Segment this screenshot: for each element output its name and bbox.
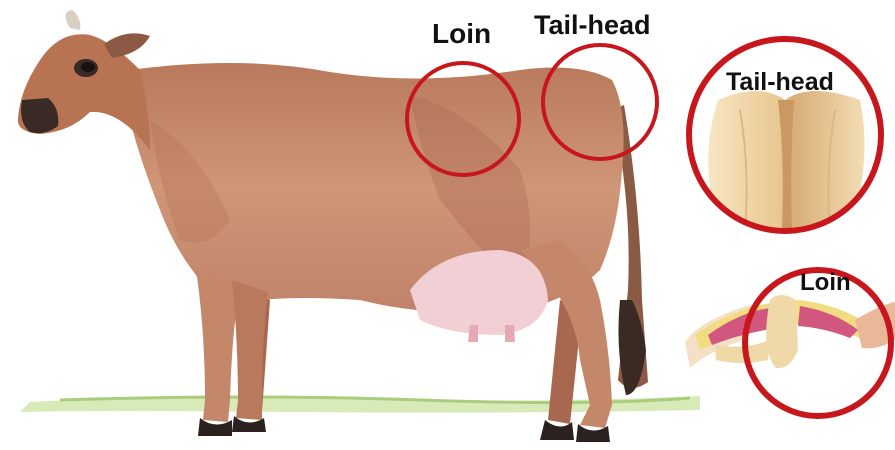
cow-illustration bbox=[18, 10, 648, 442]
loin-cross-section-inset bbox=[685, 270, 895, 416]
loin-inset-label: Loin bbox=[800, 271, 851, 295]
tail-head-label: Tail-head bbox=[534, 12, 651, 39]
tail-head-inset-label: Tail-head bbox=[726, 70, 834, 95]
loin-label: Loin bbox=[432, 20, 491, 48]
